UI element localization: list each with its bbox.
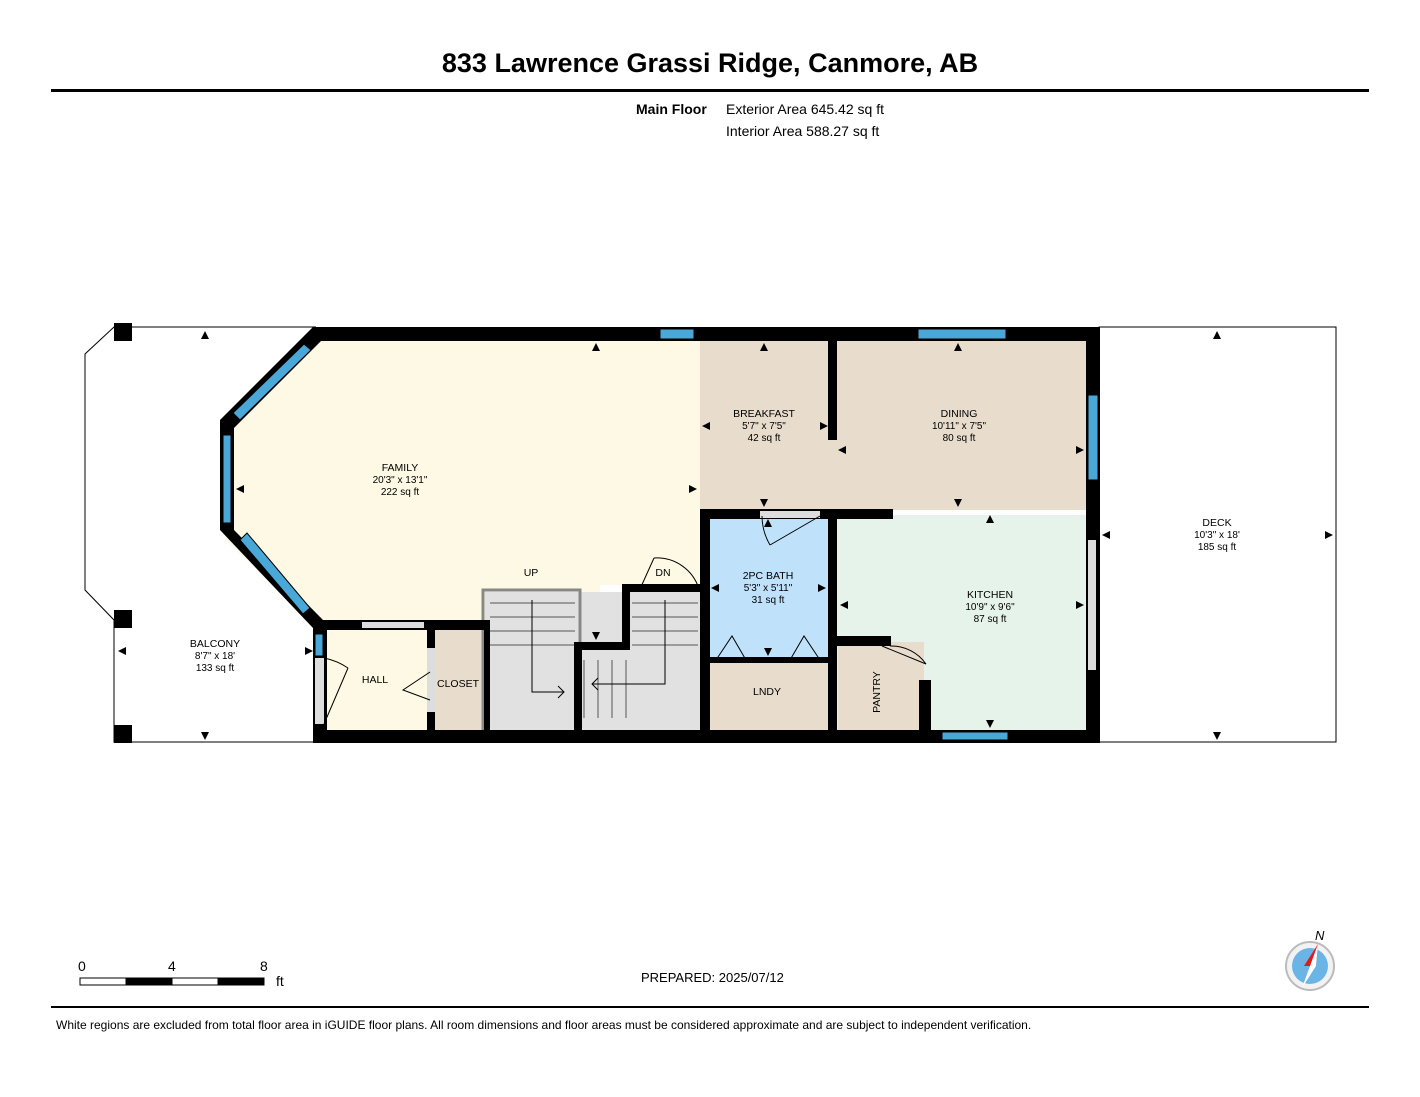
family-name: FAMILY (382, 462, 419, 474)
disclaimer-text: White regions are excluded from total fl… (56, 1018, 1032, 1032)
breakfast-area (700, 340, 835, 510)
closet-name: CLOSET (437, 678, 480, 690)
breakfast-name: BREAKFAST (733, 408, 795, 420)
dining-name: DINING (941, 408, 978, 420)
scale-label-8: 8 (260, 958, 268, 974)
stair-down-label: DN (655, 567, 670, 579)
scale-label-0: 0 (78, 958, 86, 974)
page-title: 833 Lawrence Grassi Ridge, Canmore, AB (441, 48, 979, 78)
prepared-date: PREPARED: 2025/07/12 (641, 970, 784, 985)
hall-area (318, 628, 430, 732)
compass-north-label: N (1315, 928, 1325, 943)
scale-label-4: 4 (168, 958, 176, 974)
hall-name: HALL (362, 674, 388, 686)
compass-icon (1285, 941, 1335, 991)
bath-area (708, 515, 832, 660)
room-labels: FAMILY 20'3" x 13'1" 222 sq ft BREAKFAST… (190, 408, 1240, 713)
laundry-name: LNDY (753, 686, 781, 698)
deck-dims: 10'3" x 18' (1194, 530, 1240, 541)
family-area: 222 sq ft (381, 487, 420, 498)
interior-area: Interior Area 588.27 sq ft (726, 123, 880, 139)
family-dims: 20'3" x 13'1" (373, 475, 428, 486)
stair-up-label: UP (524, 567, 539, 579)
footer-rule (51, 1006, 1369, 1008)
kitchen-dims: 10'9" x 9'6" (965, 602, 1015, 613)
balcony-area: 133 sq ft (196, 663, 235, 674)
windows (222, 328, 1099, 741)
dining-area (835, 340, 1089, 510)
dining-dims: 10'11" x 7'5" (932, 421, 987, 432)
deck-name: DECK (1202, 517, 1231, 529)
door-swings (323, 515, 927, 725)
bath-area: 31 sq ft (752, 595, 785, 606)
header-rule (51, 89, 1369, 92)
stair-down-area (578, 592, 700, 732)
balcony-name: BALCONY (190, 638, 240, 650)
exterior-area: Exterior Area 645.42 sq ft (726, 101, 884, 117)
closet-area (432, 628, 484, 732)
kitchen-area: 87 sq ft (974, 614, 1007, 625)
balcony-dims: 8'7" x 18' (195, 651, 235, 662)
bath-dims: 5'3" x 5'11" (744, 583, 793, 594)
deck-area: 185 sq ft (1198, 542, 1237, 553)
door-openings (315, 511, 1096, 724)
dimension-arrows (118, 331, 1333, 740)
dining-area: 80 sq ft (943, 433, 976, 444)
breakfast-area: 42 sq ft (748, 433, 781, 444)
laundry-area (708, 662, 832, 732)
floor-label: Main Floor (636, 101, 707, 117)
scale-bar (79, 977, 265, 986)
balcony-posts (114, 323, 132, 743)
breakfast-dims: 5'7" x 7'5" (742, 421, 786, 432)
kitchen-name: KITCHEN (967, 589, 1013, 601)
scale-unit: ft (276, 973, 284, 989)
pantry-name: PANTRY (871, 671, 883, 713)
family-room-area (226, 340, 700, 628)
bath-name: 2PC BATH (743, 570, 794, 582)
